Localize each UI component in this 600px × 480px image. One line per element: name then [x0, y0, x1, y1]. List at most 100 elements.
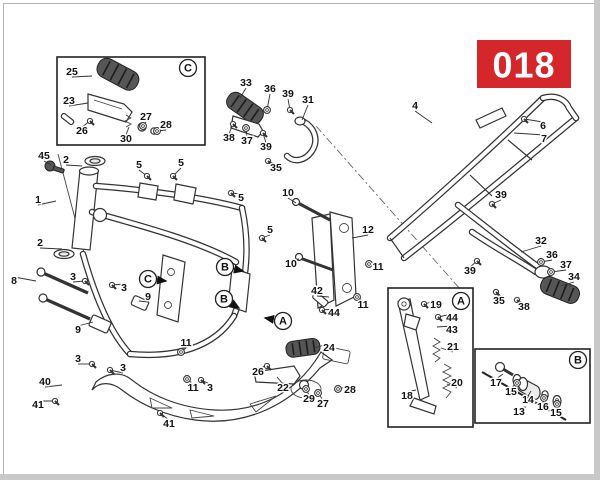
leader-line	[414, 110, 433, 124]
callout-number: 2	[63, 154, 69, 166]
screw-shaft	[289, 109, 295, 115]
callout-number: 17	[490, 377, 502, 389]
skid-plate-slot	[249, 395, 277, 413]
skid-plate-slot	[149, 397, 173, 409]
stand-lug-42	[312, 292, 329, 308]
subframe-cross	[469, 174, 493, 197]
detail-arrow	[263, 315, 275, 324]
bushing	[88, 314, 112, 334]
callout-number: 34	[568, 271, 580, 283]
leader-line	[527, 390, 532, 397]
leader-line	[351, 234, 369, 239]
nut-hole	[141, 124, 145, 128]
callout-number: 22	[277, 382, 289, 394]
leader-line	[495, 373, 504, 380]
projection-line	[315, 125, 469, 299]
callout-number: 36	[546, 249, 558, 261]
nut-hole	[316, 391, 320, 395]
leader-line	[37, 200, 57, 206]
callout-number: 37	[560, 259, 572, 271]
screw-shaft	[230, 192, 236, 198]
detail-letter: B	[221, 262, 229, 274]
detail-letter-circle	[138, 269, 158, 289]
callout-number: 3	[207, 382, 213, 394]
skid-plate-slot	[322, 345, 351, 365]
leader-line	[312, 343, 330, 349]
nut-hole	[336, 387, 340, 391]
callout-number: 41	[32, 399, 44, 411]
callout-number: 11	[187, 382, 198, 394]
inset-a-drawing	[397, 297, 453, 415]
callout-number: 28	[344, 384, 356, 396]
bolt-head	[291, 197, 301, 207]
nut-hole	[542, 396, 546, 400]
callout-number: 39	[260, 141, 272, 153]
badge-background	[477, 40, 571, 88]
leader-line	[68, 102, 89, 107]
screw-shaft	[146, 175, 152, 181]
footpeg-rubber-24	[285, 337, 321, 358]
screw-shaft	[111, 284, 117, 290]
detail-letter-circle	[273, 311, 293, 331]
leader-line	[518, 406, 527, 409]
leader-line	[65, 164, 83, 167]
callout-number: 12	[362, 224, 374, 236]
callout-number: 33	[240, 77, 252, 89]
callout-number: 40	[39, 376, 51, 388]
bearing-upper-inner	[89, 158, 101, 164]
callout-number: 43	[446, 324, 458, 336]
key-part	[44, 160, 65, 174]
callout-number: 45	[38, 150, 50, 162]
pivot-bolt	[299, 256, 334, 272]
callout-number: 4	[412, 100, 418, 112]
screw-shaft	[437, 316, 443, 322]
screw-shaft	[232, 123, 238, 129]
callout-number: 36	[264, 83, 276, 95]
detail-letter-circle	[215, 257, 235, 277]
nut-hole	[539, 260, 543, 264]
pivot-hole	[342, 283, 352, 293]
callout-number: 15	[505, 386, 517, 398]
leader-line	[239, 87, 247, 99]
detail-letter: B	[574, 355, 582, 367]
leader-line	[290, 258, 300, 261]
frame-gusset	[137, 182, 159, 201]
leader-line	[513, 132, 545, 136]
callout-number: 44	[328, 307, 340, 319]
callout-number: 3	[120, 362, 126, 374]
nut-hole	[549, 270, 553, 274]
bushing	[130, 295, 150, 311]
leader-line	[523, 118, 544, 123]
callout-number: 39	[495, 189, 507, 201]
main-frame-drawing	[36, 91, 581, 422]
leader-line	[287, 197, 297, 204]
detail-letter: C	[144, 274, 152, 286]
screw-shaft	[89, 120, 95, 126]
leader-line	[71, 75, 93, 78]
nut-hole	[367, 262, 371, 266]
screw-shaft	[491, 203, 497, 209]
screw-shaft	[200, 379, 206, 385]
detail-letter: C	[184, 63, 192, 75]
callout-number: 3	[70, 271, 76, 283]
detail-letter-circle	[178, 58, 198, 78]
bolt-head	[38, 293, 48, 303]
skid-plate-slot	[189, 409, 215, 419]
callout-number: 5	[238, 192, 244, 204]
callout-number: 41	[163, 418, 175, 430]
callout-number: 19	[430, 299, 442, 311]
callout-number: 6	[540, 120, 546, 132]
callout-number: 39	[282, 88, 294, 100]
callout-number: 29	[303, 393, 315, 405]
hanger-hole	[164, 301, 172, 309]
leader-line	[446, 383, 458, 389]
leader-line	[520, 245, 542, 253]
callout-number: 3	[75, 353, 81, 365]
nut-hole	[185, 377, 189, 381]
leader-line	[39, 247, 63, 250]
callout-number: 35	[493, 295, 505, 307]
nut-hole	[355, 295, 359, 299]
screw-shaft	[266, 365, 272, 371]
detail-letter: A	[457, 296, 465, 308]
